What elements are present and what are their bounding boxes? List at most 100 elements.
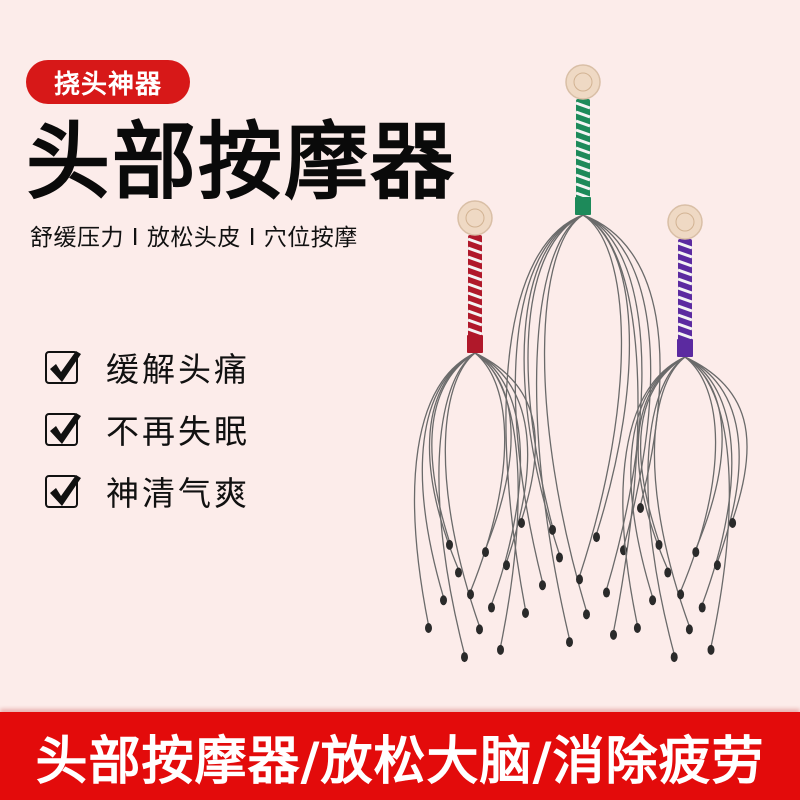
cap-ring xyxy=(465,208,485,228)
handle-stripe xyxy=(467,291,483,300)
wire-tip xyxy=(455,567,462,578)
feature-item: 不再失眠 xyxy=(45,400,250,458)
wire xyxy=(640,356,686,543)
handle-stripe xyxy=(467,300,483,309)
handle-stripe xyxy=(467,318,483,327)
cap xyxy=(565,64,601,100)
handle-stripe xyxy=(575,155,591,164)
wire xyxy=(637,356,686,570)
wire-tip xyxy=(576,574,583,585)
wire xyxy=(578,214,623,577)
feature-list: 缓解头痛 不再失眠 神清气爽 xyxy=(45,338,250,524)
handle-stripe xyxy=(575,128,591,137)
wire-tip xyxy=(610,629,617,640)
wire-tip xyxy=(677,589,685,600)
wire-tip xyxy=(593,532,600,543)
handle-stripe xyxy=(575,182,591,191)
red-head-massager xyxy=(413,200,537,663)
handle-stripe xyxy=(467,327,483,336)
wire xyxy=(474,352,512,550)
feature-item: 神清气爽 xyxy=(45,462,250,520)
wire xyxy=(582,214,643,590)
wire xyxy=(684,356,723,550)
handle-collar xyxy=(575,197,591,215)
wire-tip xyxy=(649,595,657,606)
handle-collar xyxy=(467,335,483,353)
handle-collar xyxy=(677,339,693,357)
handle-stripe xyxy=(575,164,591,173)
wire-tip xyxy=(698,602,706,613)
cap-ring xyxy=(675,212,695,232)
wire xyxy=(684,356,730,647)
wire-tip xyxy=(446,539,453,550)
wire-tip xyxy=(655,539,663,550)
cap-ring xyxy=(573,72,593,92)
handle-stripe xyxy=(677,304,693,313)
wire-tip xyxy=(633,623,641,633)
cap xyxy=(457,200,493,236)
wire-tip xyxy=(603,587,610,598)
handle-stripe xyxy=(677,250,693,259)
wire xyxy=(684,356,748,521)
handle-stripe xyxy=(467,255,483,264)
wire xyxy=(474,352,537,521)
wire-tip xyxy=(488,602,495,613)
handle-stripe xyxy=(677,277,693,286)
wire-tip xyxy=(670,652,678,663)
wire xyxy=(684,356,740,563)
wire-tip xyxy=(707,644,715,655)
handle-stripe xyxy=(575,137,591,146)
purple-head-massager xyxy=(622,204,748,663)
wire-tip xyxy=(476,624,483,635)
handle-stripe xyxy=(467,273,483,282)
checkbox-checked-icon xyxy=(45,474,81,508)
wire xyxy=(444,352,481,627)
handle-stripe xyxy=(467,246,483,255)
handle-stripe xyxy=(467,282,483,291)
wire xyxy=(527,214,584,527)
wire-tip xyxy=(729,518,737,528)
category-badge: 挠头神器 xyxy=(26,60,190,104)
wire xyxy=(474,352,519,647)
green-head-massager xyxy=(505,64,661,648)
wire xyxy=(523,214,584,555)
handle-stripe xyxy=(677,286,693,295)
wire-tip xyxy=(539,580,546,591)
handle-stripe xyxy=(677,313,693,322)
handle-stripe xyxy=(575,173,591,182)
wire xyxy=(543,214,588,612)
wire xyxy=(474,352,529,563)
page-title: 头部按摩器 xyxy=(26,113,457,211)
wire xyxy=(535,214,584,640)
wire-tip xyxy=(685,624,693,635)
cap xyxy=(667,204,703,240)
wire-tip xyxy=(425,623,432,633)
wire-tip xyxy=(566,637,573,648)
handle-stripe xyxy=(677,331,693,340)
feature-label: 神清气爽 xyxy=(106,474,250,513)
wire xyxy=(582,214,630,535)
handle-stripe xyxy=(467,237,483,246)
wire xyxy=(505,214,584,611)
wire xyxy=(680,356,717,592)
wire xyxy=(514,214,584,583)
feature-item: 缓解头痛 xyxy=(45,338,250,396)
bottom-banner: 头部按摩器/放松大脑/消除疲劳 xyxy=(0,712,800,800)
handle-stripe xyxy=(677,259,693,268)
wire-tip xyxy=(713,560,721,571)
feature-label: 不再失眠 xyxy=(106,412,250,451)
wire-tip xyxy=(467,589,474,600)
checkbox-checked-icon xyxy=(45,412,81,446)
wire-tip xyxy=(664,567,672,578)
handle-stripe xyxy=(575,146,591,155)
wire-tip xyxy=(461,652,468,663)
wire-tip xyxy=(518,518,525,528)
wire xyxy=(474,352,522,605)
feature-label: 缓解头痛 xyxy=(106,350,250,389)
wire-tip xyxy=(440,595,447,606)
handle-stripe xyxy=(677,241,693,250)
wire-tip xyxy=(692,547,700,558)
wire-tip xyxy=(637,503,644,513)
wire-tip xyxy=(497,644,504,655)
